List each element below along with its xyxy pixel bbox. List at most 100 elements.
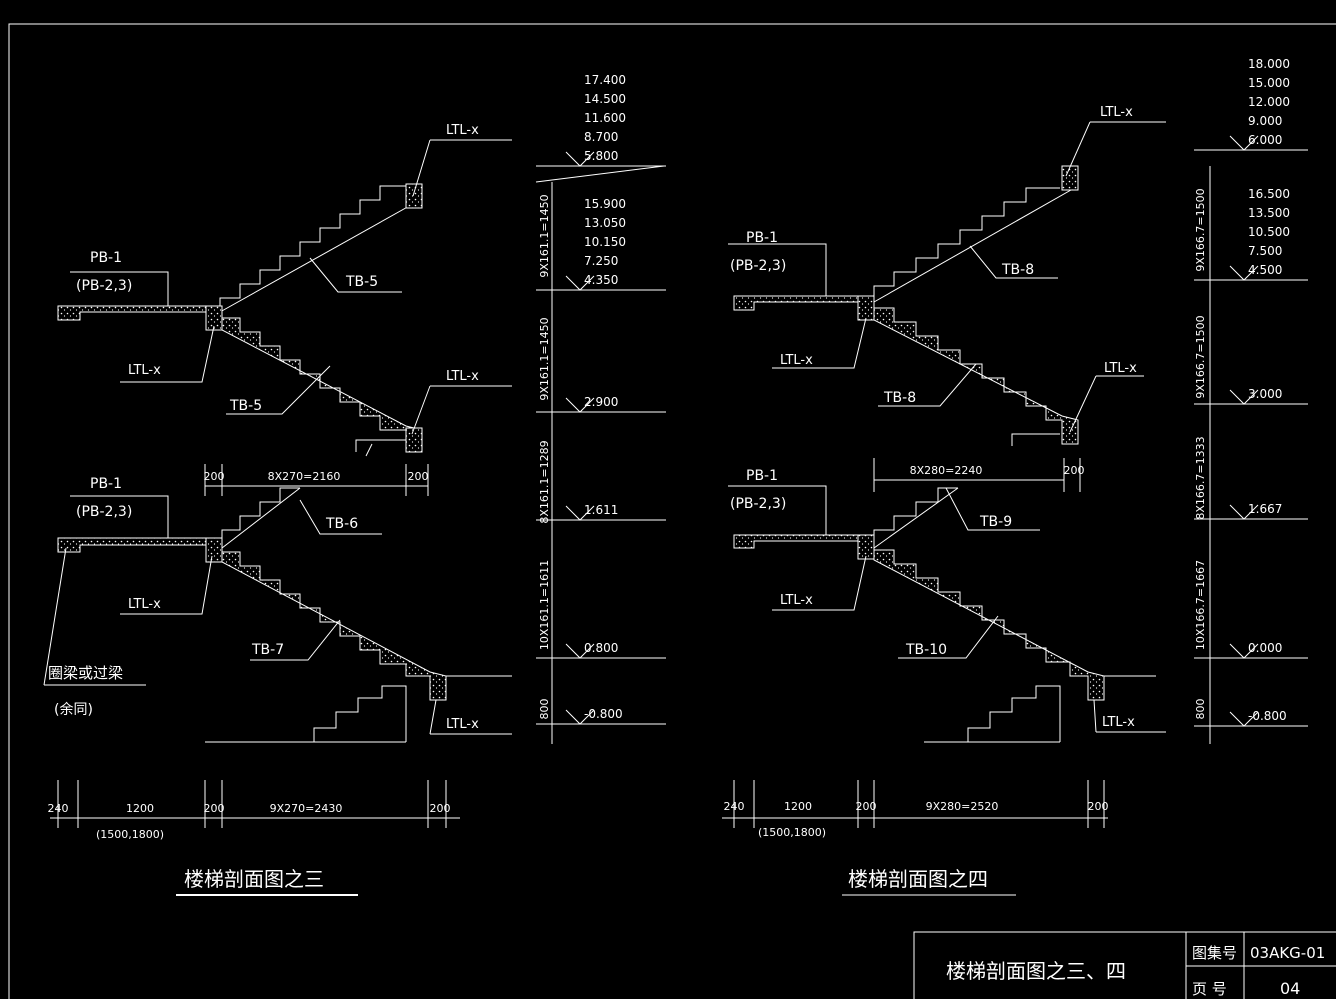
dim-bottom: 1200 [126, 802, 154, 815]
elevation-value: 2.900 [584, 395, 618, 409]
elevation-marker [565, 151, 595, 167]
upper-flight-soffit [219, 199, 421, 313]
elevation-value: 15.900 [584, 197, 626, 211]
vertical-dim: 10X161.1=1611 [538, 560, 551, 650]
dim-top: 8X280=2240 [910, 464, 983, 477]
label-ltl: LTL-x [128, 597, 161, 612]
elevation-value: 8.700 [584, 130, 618, 144]
elevation-value: 12.000 [1248, 95, 1290, 109]
label-ring-beam: 圈梁或过梁 [48, 664, 123, 682]
elevation-marker [1229, 265, 1259, 281]
label-ring-beam-note: (余同) [54, 701, 93, 718]
elevation-value: 15.000 [1248, 76, 1290, 90]
vertical-dim: 800 [538, 699, 551, 720]
lower-landing-edge [355, 439, 406, 452]
label-pb-alt: (PB-2,3) [730, 496, 786, 512]
elev-marks [535, 165, 665, 183]
elevation-marker [565, 709, 595, 725]
vertical-dim: 8X161.1=1289 [538, 440, 551, 523]
label-pb: PB-1 [746, 230, 778, 246]
label-ltl: LTL-x [128, 363, 161, 378]
elevation-value: 5.800 [584, 149, 618, 163]
vertical-dim: 8X166.7=1333 [1194, 436, 1207, 519]
tb6-steps [221, 487, 300, 545]
tb7-concrete [221, 551, 447, 701]
elevation-marker [1229, 643, 1259, 659]
dim-top: 200 [1064, 464, 1085, 477]
elevation-value: 7.500 [1248, 244, 1282, 258]
vertical-dim: 9X166.7=1500 [1194, 315, 1207, 398]
label-pb: PB-1 [746, 468, 778, 484]
drawing-name: 楼梯剖面图之三、四 [946, 959, 1126, 983]
dim-top: 8X270=2160 [268, 470, 341, 483]
elevation-marker [1229, 389, 1259, 405]
elevation-value: 0.800 [584, 641, 618, 655]
vertical-dim: 9X161.1=1450 [538, 194, 551, 277]
label-ltl: LTL-x [1104, 361, 1137, 376]
drawing-frame [8, 23, 1336, 999]
elevation-value: 16.500 [1248, 187, 1290, 201]
upper-flight-steps [219, 185, 406, 312]
dim-bottom: (1500,1800) [758, 826, 826, 839]
label-tb: TB-9 [979, 514, 1012, 530]
label-ltl: LTL-x [446, 123, 479, 138]
label-ltl: LTL-x [780, 353, 813, 368]
elevation-value: 17.400 [584, 73, 626, 87]
ltl-beam-lower-mid [205, 537, 223, 563]
label-pb: PB-1 [90, 250, 122, 266]
elevation-value: 1.667 [1248, 502, 1282, 516]
label-tb: TB-5 [229, 398, 262, 414]
label-pb: PB-1 [90, 476, 122, 492]
dim-bottom: 200 [204, 802, 225, 815]
elevation-value: 1.611 [584, 503, 618, 517]
dim-top: 200 [408, 470, 429, 483]
label-tb: TB-8 [883, 390, 916, 406]
page-label: 页 号 [1192, 980, 1227, 998]
dim-bottom: 9X270=2430 [270, 802, 343, 815]
dim-bottom: (1500,1800) [96, 828, 164, 841]
page-value: 04 [1280, 979, 1300, 998]
landing-slab-upper [57, 305, 223, 321]
dim-bottom: 200 [856, 800, 877, 813]
ltl-beam-top [405, 183, 423, 209]
elevation-value: 4.350 [584, 273, 618, 287]
vertical-dim: 9X166.7=1500 [1194, 188, 1207, 271]
elevation-marker [565, 397, 595, 413]
elevation-marker [1229, 711, 1259, 727]
atlas-label: 图集号 [1192, 944, 1237, 962]
elevation-value: 6.000 [1248, 133, 1282, 147]
dim-bottom: 1200 [784, 800, 812, 813]
elevation-value: 7.250 [584, 254, 618, 268]
elevation-value: 10.150 [584, 235, 626, 249]
dim-bottom: 200 [430, 802, 451, 815]
dim-bottom: 240 [724, 800, 745, 813]
section-title: 楼梯剖面图之三 [184, 867, 324, 891]
elevation-marker [565, 643, 595, 659]
dim-bottom: 200 [1088, 800, 1109, 813]
label-tb: TB-8 [1001, 262, 1034, 278]
label-ltl: LTL-x [1102, 715, 1135, 730]
elevation-marker [565, 505, 595, 521]
label-tb: TB-10 [905, 642, 947, 658]
landing-slab-lower [57, 537, 223, 553]
vertical-dim: 800 [1194, 699, 1207, 720]
elevation-value: 14.500 [584, 92, 626, 106]
title-block [913, 931, 1336, 999]
atlas-value: 03AKG-01 [1250, 944, 1325, 962]
label-ltl: LTL-x [446, 369, 479, 384]
elevation-value: 13.500 [1248, 206, 1290, 220]
left-stair-section [43, 139, 665, 896]
vertical-dim: 9X161.1=1450 [538, 317, 551, 400]
elevation-marker [1229, 504, 1259, 520]
label-ltl: LTL-x [780, 593, 813, 608]
vertical-dim: 10X166.7=1667 [1194, 560, 1207, 650]
label-tb: TB-7 [251, 642, 284, 658]
elevation-value: 4.500 [1248, 263, 1282, 277]
label-pb-alt: (PB-2,3) [76, 504, 132, 520]
label-ltl: LTL-x [446, 717, 479, 732]
elevation-value: 18.000 [1248, 57, 1290, 71]
ground-steps [313, 685, 407, 742]
elevation-value: 10.500 [1248, 225, 1290, 239]
label-pb-alt: (PB-2,3) [730, 258, 786, 274]
